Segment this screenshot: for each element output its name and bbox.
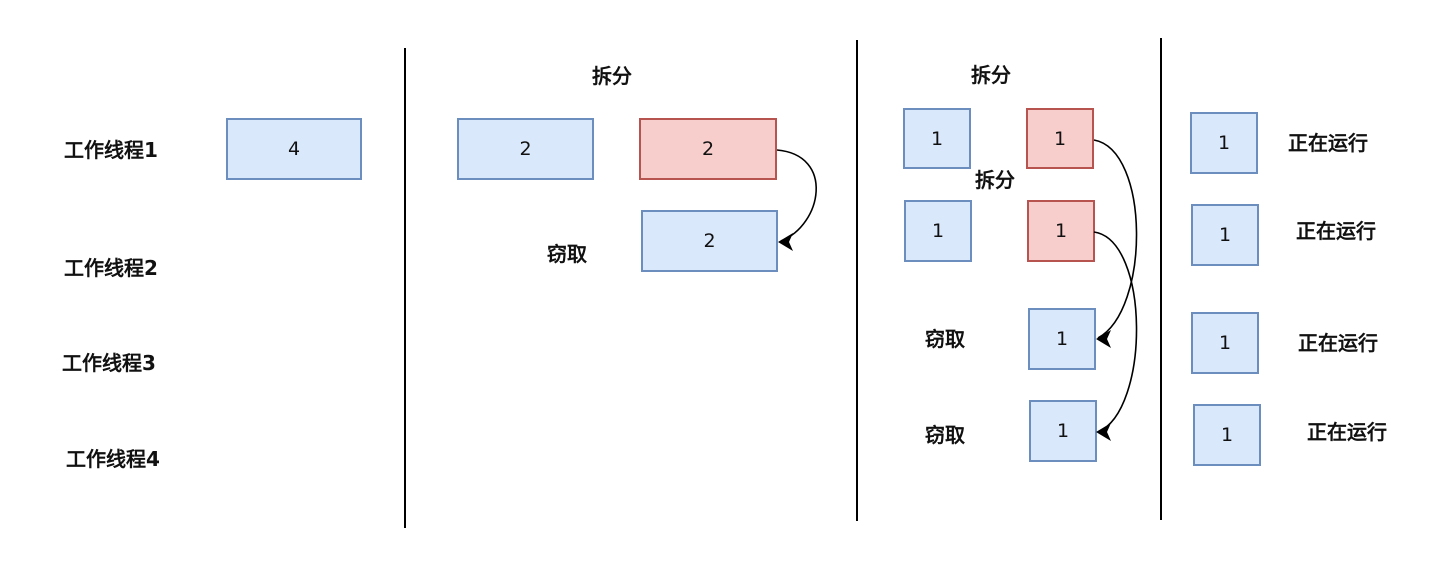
stage3-row4-stolen-box: 1 <box>1029 400 1097 462</box>
thread-2-label: 工作线程2 <box>64 256 158 280</box>
thread-1-label: 工作线程1 <box>64 138 158 162</box>
stage-divider-1 <box>404 48 406 528</box>
stage4-running-label-3: 正在运行 <box>1298 331 1378 355</box>
stage-divider-3 <box>1160 38 1162 520</box>
stage4-running-label-2: 正在运行 <box>1296 219 1376 243</box>
stage3-steal-arrow-a <box>1093 139 1138 339</box>
stage4-task-box-2: 1 <box>1191 204 1259 266</box>
stage2-steal-label: 窃取 <box>547 242 587 266</box>
stage3-row2-split-box: 1 <box>1027 200 1095 262</box>
stage2-left-task-box: 2 <box>457 118 594 180</box>
stage3-steal-arrow-b <box>1093 231 1138 433</box>
stage3-steal-arrowhead-b <box>1096 423 1111 441</box>
stage3-split-label-mid: 拆分 <box>975 168 1015 192</box>
stage4-task-box-3: 1 <box>1191 312 1259 374</box>
stage2-split-task-box: 2 <box>639 118 777 180</box>
stage-divider-2 <box>856 40 858 521</box>
stage4-running-label-4: 正在运行 <box>1307 420 1387 444</box>
stage2-split-label: 拆分 <box>592 64 632 88</box>
stage2-steal-arrowhead <box>778 233 793 251</box>
stage3-steal-arrowhead-a <box>1096 330 1111 348</box>
stage3-row1-left-box: 1 <box>903 108 971 169</box>
stage3-row2-left-box: 1 <box>904 200 972 262</box>
stage3-steal-label-a: 窃取 <box>925 327 965 351</box>
stage2-stolen-task-box: 2 <box>641 210 778 272</box>
stage3-steal-label-b: 窃取 <box>925 423 965 447</box>
stage4-task-box-4: 1 <box>1193 404 1261 466</box>
thread-3-label: 工作线程3 <box>62 351 156 375</box>
stage4-task-box-1: 1 <box>1190 112 1258 174</box>
thread-4-label: 工作线程4 <box>66 447 160 471</box>
stage3-row3-stolen-box: 1 <box>1028 308 1096 370</box>
stage3-row1-split-box: 1 <box>1026 108 1094 169</box>
stage1-task-box: 4 <box>226 118 362 180</box>
stage2-steal-arrow <box>776 149 817 242</box>
stage3-split-label-top: 拆分 <box>971 63 1011 87</box>
stage4-running-label-1: 正在运行 <box>1288 131 1368 155</box>
